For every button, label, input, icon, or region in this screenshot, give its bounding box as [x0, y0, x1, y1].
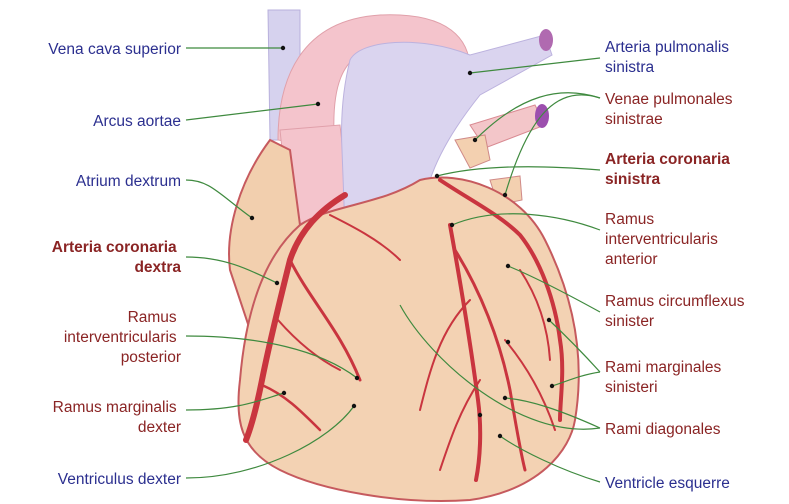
- label-arteria-pulmonalis-sinistra: Arteria pulmonalis sinistra: [605, 39, 733, 76]
- label-arteria-coronaria-dextra: Arteria coronaria dextra: [52, 239, 182, 276]
- right-labels: Arteria pulmonalis sinistra Venae pulmon…: [605, 39, 749, 492]
- label-rami-marginales-sinisteri: Rami marginales sinisteri: [605, 359, 726, 396]
- left-atrium-shape: [455, 135, 490, 168]
- label-atrium-dextrum: Atrium dextrum: [76, 173, 181, 190]
- label-ramus-circumflexus-sinister: Ramus circumflexus sinister: [605, 293, 749, 330]
- label-ramus-interventricularis-posterior: Ramus interventricularis posterior: [64, 309, 181, 366]
- heart-illustration: [229, 10, 579, 501]
- pulmonary-artery-opening: [539, 29, 553, 51]
- label-arcus-aortae: Arcus aortae: [93, 113, 181, 130]
- label-ventriculus-dexter: Ventriculus dexter: [58, 471, 181, 488]
- label-ventricle-esquerre: Ventricle esquerre: [605, 475, 730, 492]
- label-arteria-coronaria-sinistra: Arteria coronaria sinistra: [605, 151, 734, 188]
- left-labels: Vena cava superior Arcus aortae Atrium d…: [48, 41, 181, 488]
- label-venae-pulmonales-sinistrae: Venae pulmonales sinistrae: [605, 91, 737, 128]
- pulmonary-vein-opening: [535, 104, 549, 128]
- label-vena-cava-superior: Vena cava superior: [48, 41, 181, 58]
- label-rami-diagonales: Rami diagonales: [605, 421, 721, 438]
- label-ramus-interventricularis-anterior: Ramus interventricularis anterior: [605, 211, 722, 268]
- label-ramus-marginalis-dexter: Ramus marginalis dexter: [53, 399, 181, 436]
